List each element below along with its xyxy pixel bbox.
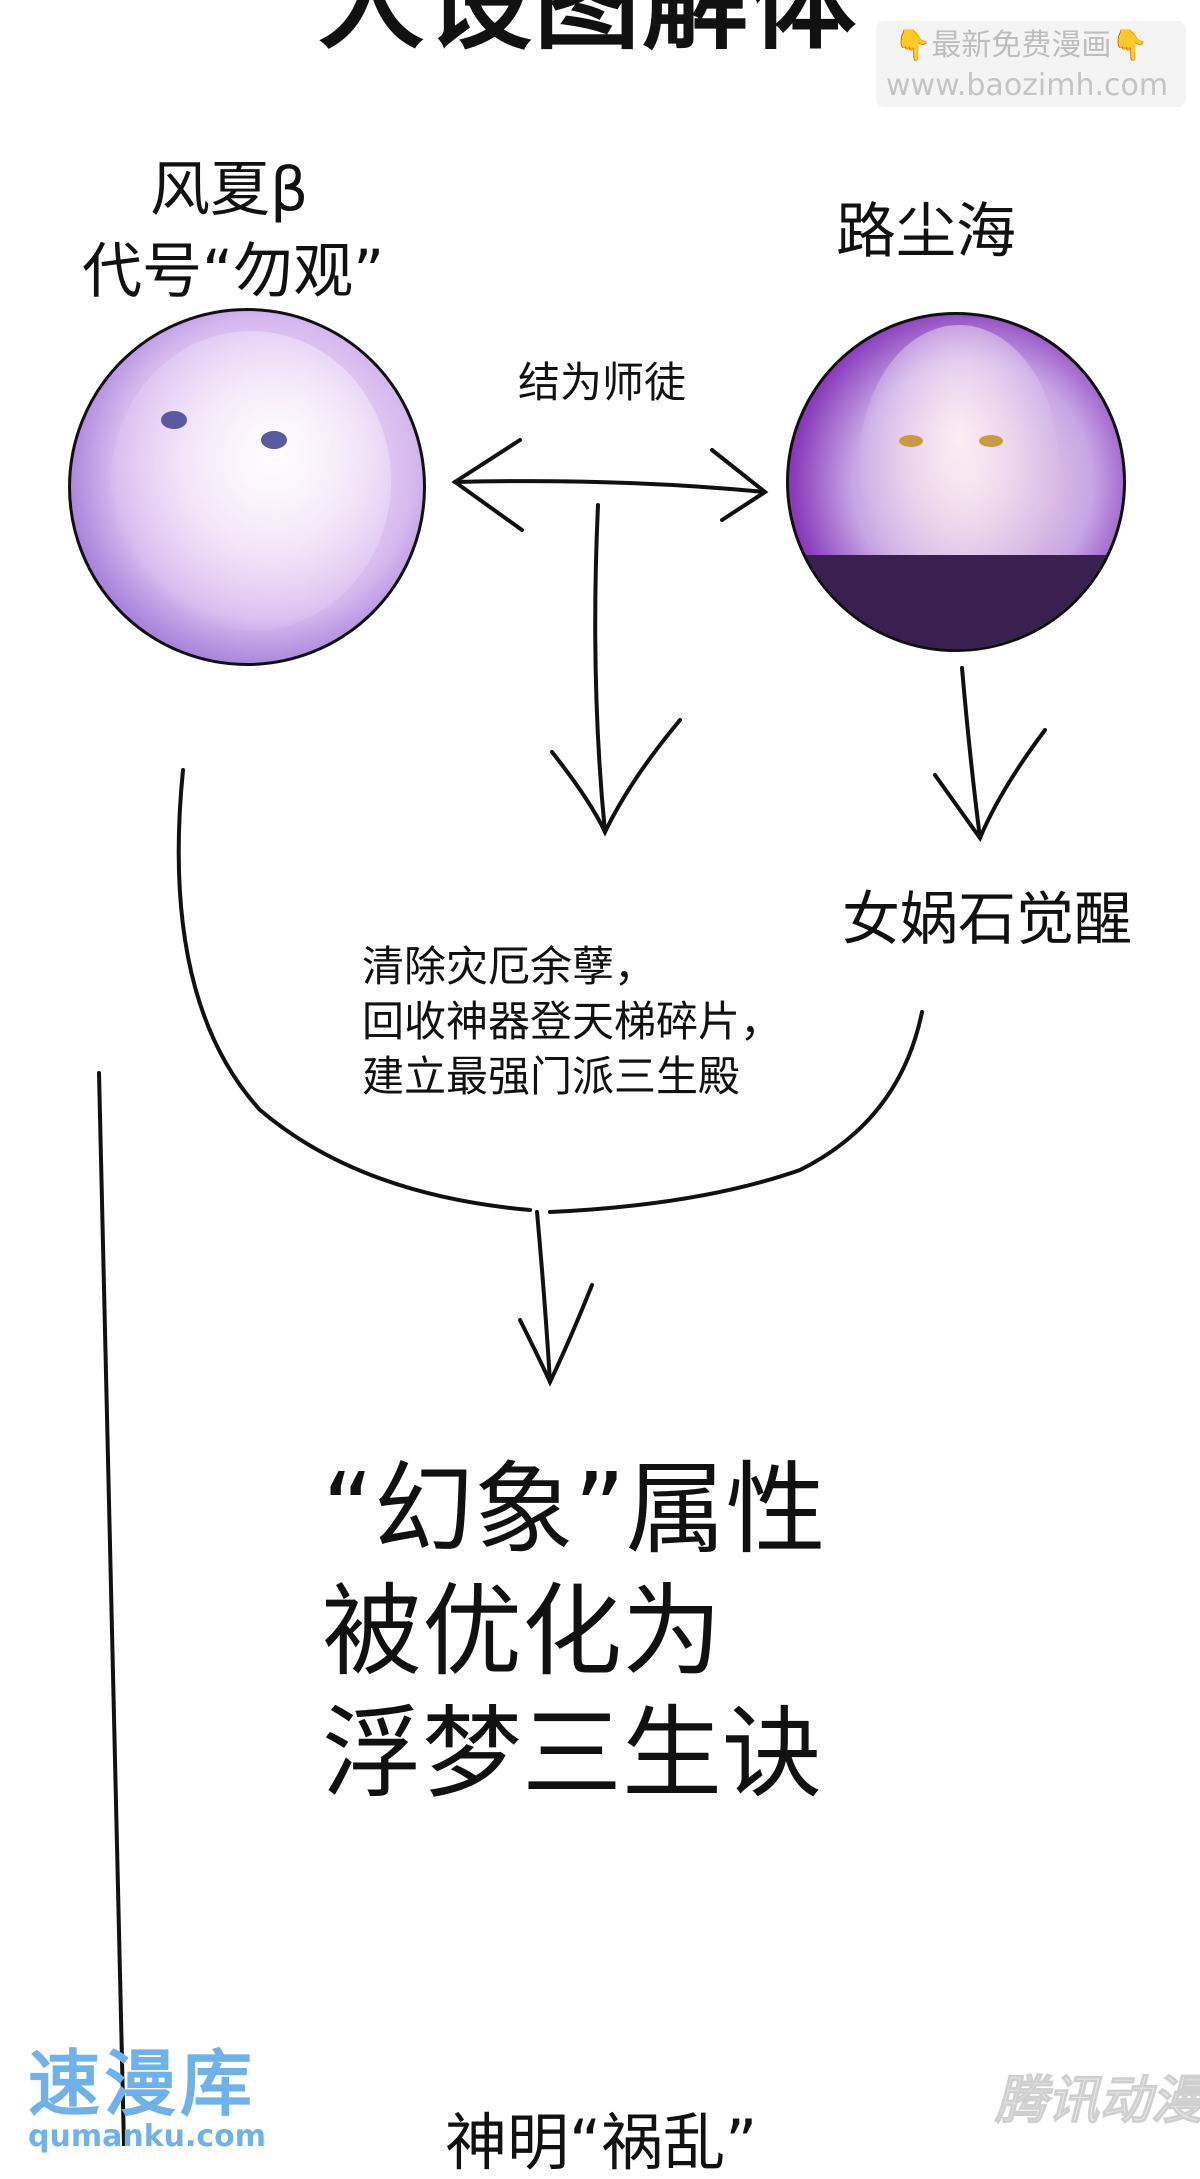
watermark-line2: www.baozimh.com: [886, 68, 1169, 103]
diagram-title: 人设图解体: [318, 0, 858, 64]
down-arrow-right-head: [933, 728, 1047, 843]
curve-left: [176, 768, 532, 1212]
qumanku-url: qumanku.com: [28, 2119, 267, 2154]
down-arrow-center: [593, 503, 607, 834]
down-arrow-right: [960, 666, 982, 840]
right-character-portrait: [786, 312, 1126, 652]
qumanku-watermark: 速漫库 qumanku.com: [28, 2048, 266, 2153]
qumanku-logo-text: 速漫库: [28, 2042, 257, 2126]
result-line: 被优化为: [322, 1573, 722, 1690]
joint-event-line: 清除灾厄余孽，: [362, 942, 657, 991]
bottom-partial-label: 神明“祸乱”: [445, 2106, 758, 2179]
result-line: 浮梦三生诀: [322, 1695, 822, 1812]
dark-cloak: [789, 555, 1123, 649]
curve-right: [548, 1010, 924, 1214]
down-arrow-merge: [535, 1210, 552, 1384]
mentor-double-arrow: [453, 479, 767, 494]
result-line: “幻象”属性: [322, 1451, 826, 1568]
arrowhead-left: [451, 438, 524, 532]
tencent-comic-watermark: 腾讯动漫: [994, 2071, 1200, 2131]
joint-event-line: 建立最强门派三生殿: [362, 1052, 741, 1101]
right-event-label: 女娲石觉醒: [842, 885, 1133, 953]
down-arrow-merge-head: [518, 1283, 594, 1387]
relation-label: 结为师徒: [518, 358, 687, 407]
long-left-line: [97, 1071, 126, 2146]
left-character-name: 风夏β: [150, 155, 309, 225]
arrowhead-right: [710, 448, 769, 522]
down-arrow-center-head: [550, 718, 682, 837]
watermark-line1: 👇最新免费漫画👇: [894, 28, 1149, 63]
left-character-portrait: [68, 308, 426, 666]
right-character-name: 路尘海: [836, 197, 1016, 267]
joint-event-line: 回收神器登天梯碎片，: [362, 997, 783, 1046]
left-character-codename: 代号“勿观”: [82, 237, 385, 307]
baozimh-watermark: 👇最新免费漫画👇 www.baozimh.com: [876, 21, 1186, 107]
